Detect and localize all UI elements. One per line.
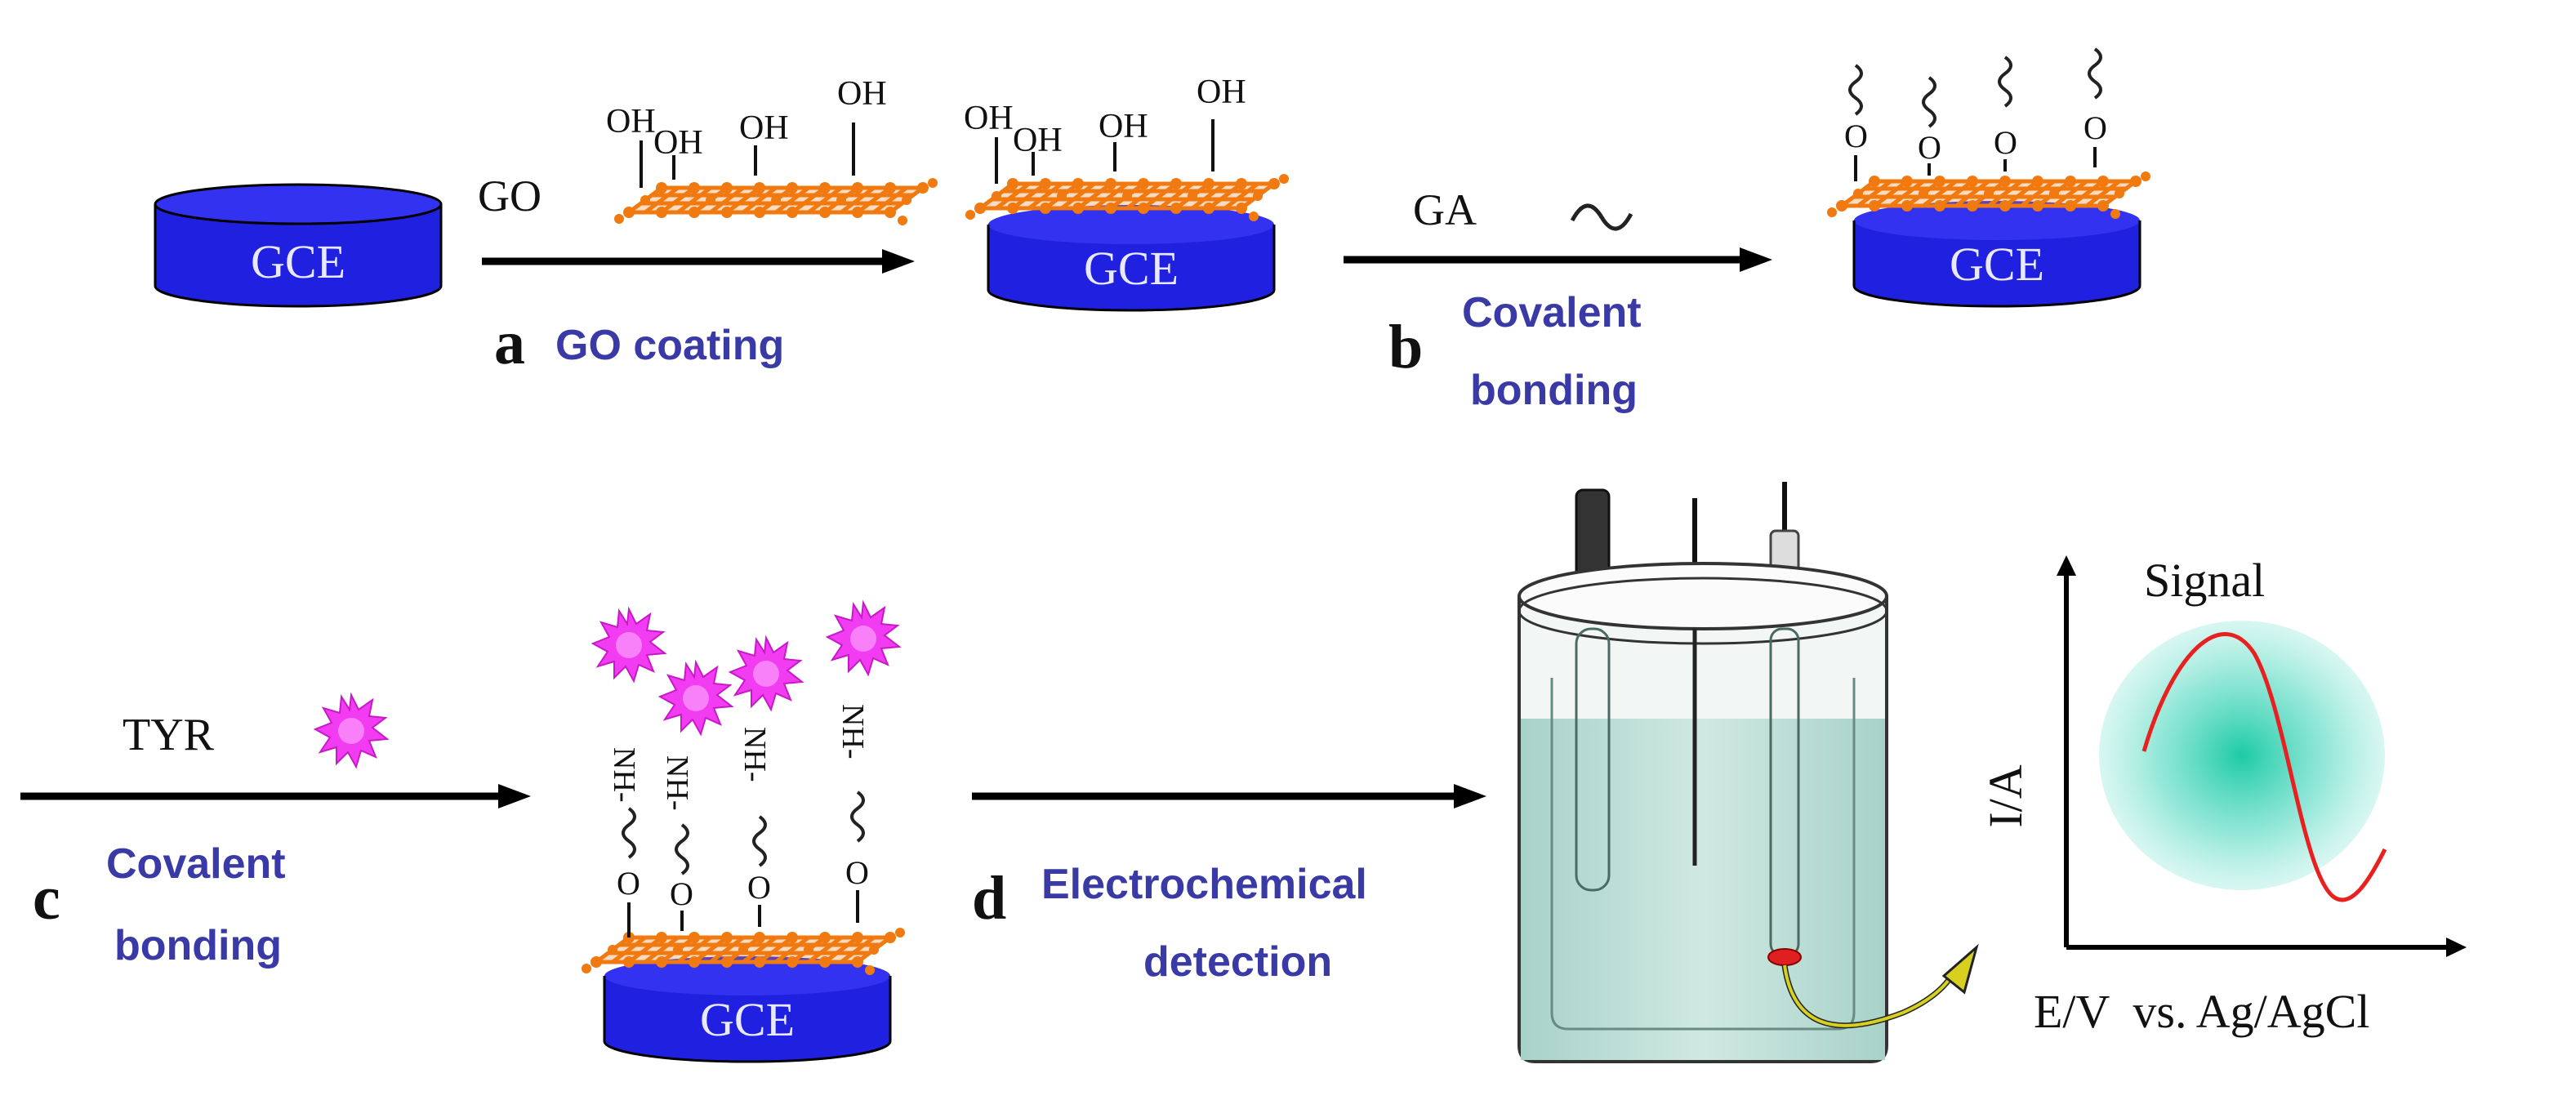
step-b-letter: b: [1388, 313, 1423, 381]
oxygen-label: O: [1844, 118, 1868, 154]
hydroxyl-label: OH: [1099, 108, 1148, 145]
oxygen-label: O: [670, 875, 693, 912]
oxygen-label: O: [617, 865, 640, 902]
linker-chains: O O O O: [1844, 47, 2107, 181]
oxygen-label: O: [1994, 124, 2017, 161]
electrode-label: GCE: [700, 993, 795, 1046]
step-d: d Electrochemical detection: [972, 784, 1486, 986]
bare-electrode: GCE: [154, 183, 443, 308]
step-c: TYR c Covalent bonding: [20, 694, 531, 969]
step-b-description-line1: Covalent: [1462, 289, 1642, 336]
hydroxyl-label: OH: [1197, 73, 1246, 111]
hydroxyl-label: OH: [837, 75, 887, 113]
enzyme-icon: [659, 661, 733, 735]
signal-glow: [2099, 621, 2385, 890]
hydroxyl-label: OH: [964, 100, 1014, 137]
step-b-description-line2: bonding: [1470, 367, 1638, 414]
glutaraldehyde-icon: [1570, 203, 1633, 231]
amine-label: NH-: [836, 704, 870, 759]
step-d-description-line1: Electrochemical: [1041, 861, 1367, 908]
step-a-description: GO coating: [555, 322, 784, 369]
step-c-description-line1: Covalent: [106, 840, 286, 888]
hydroxyl-groups-reagent: OH OH OH OH: [606, 75, 887, 188]
enzyme-icon: [592, 608, 666, 682]
step-b: GA b Covalent bonding: [1344, 185, 1772, 414]
step-a: GO OH OH OH OH a GO coating: [478, 75, 938, 377]
step-a-reagent: GO: [478, 171, 541, 220]
step-a-letter: a: [494, 309, 525, 377]
enzyme-icon: [314, 694, 388, 768]
go-coated-electrode: OH OH OH OH GCE: [964, 73, 1289, 312]
electrochemical-cell: [1518, 482, 1888, 1063]
electrode-label: GCE: [1084, 242, 1179, 295]
step-c-reagent: TYR: [123, 710, 215, 760]
amine-label: NH-: [607, 747, 641, 803]
enzyme-icon: [827, 602, 900, 675]
ga-modified-electrode: O O O O GCE: [1827, 47, 2150, 308]
oxygen-label: O: [747, 869, 771, 906]
amine-label: NH-: [738, 727, 772, 782]
signal-transfer-arrow: [1781, 943, 1979, 1029]
electrode-label: GCE: [1950, 238, 2044, 291]
signal-graph: Signal I/A E/V vs. Ag/AgCl: [1979, 554, 2467, 1038]
signal-label: Signal: [2144, 554, 2265, 607]
graphene-oxide-sheet: [614, 178, 938, 225]
oxygen-label: O: [1918, 129, 1941, 166]
hydroxyl-label: OH: [739, 109, 789, 147]
enzyme-electrode: O NH- O NH- O NH- O NH- GCE: [582, 602, 905, 1063]
step-b-reagent: GA: [1413, 185, 1477, 234]
step-c-description-line2: bonding: [114, 922, 282, 969]
signal-curve: [2141, 632, 2387, 902]
oxygen-label: O: [845, 854, 869, 891]
amine-label: NH-: [660, 755, 694, 811]
hydroxyl-label: OH: [1013, 122, 1063, 159]
immobilized-enzyme-chains: O NH- O NH- O NH- O NH-: [592, 602, 900, 938]
enzyme-icon: [729, 637, 803, 710]
hydroxyl-label: OH: [606, 103, 656, 140]
x-axis-label: E/V vs. Ag/AgCl: [2034, 985, 2369, 1038]
oxygen-label: O: [2084, 109, 2107, 146]
hydroxyl-label: OH: [653, 124, 703, 162]
step-c-letter: c: [33, 864, 60, 933]
electrode-label: GCE: [251, 235, 345, 288]
step-d-letter: d: [972, 864, 1006, 933]
y-axis-label: I/A: [1979, 764, 2032, 827]
step-d-description-line2: detection: [1143, 938, 1332, 986]
